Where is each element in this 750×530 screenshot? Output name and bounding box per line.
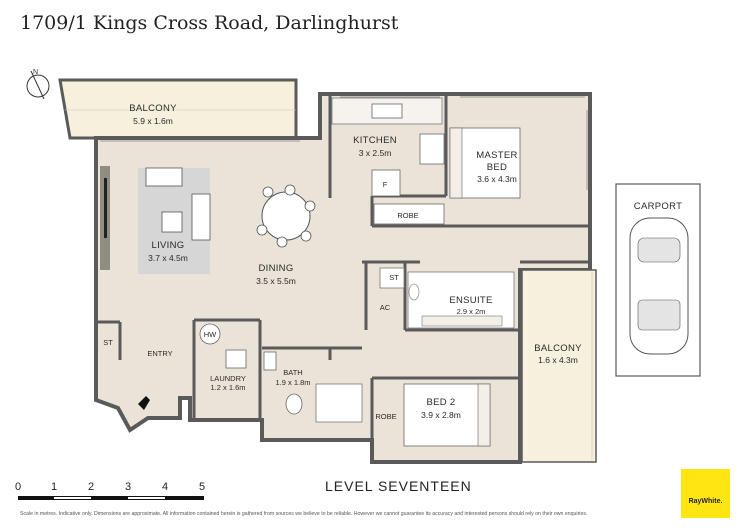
robe-top-label: ROBE (397, 211, 418, 220)
entry-arrow-icon (138, 396, 150, 410)
brand-logo: RayWhite. (681, 469, 730, 518)
bed2-furniture (403, 383, 491, 447)
dining-table (256, 184, 316, 248)
interior-walls (96, 96, 588, 462)
scale-tick-0: 0 (15, 481, 21, 493)
disclaimer-text: Scale in metres. Indicative only. Dimens… (20, 511, 588, 517)
ensuite-label: ENSUITE (449, 295, 492, 306)
brand-logo-text: RayWhite. (688, 498, 723, 505)
level-label: LEVEL SEVENTEEN (325, 478, 472, 494)
living-furniture (100, 166, 211, 274)
laundry-label: LAUNDRY (210, 374, 246, 383)
ensuite-dims: 2.9 x 2m (457, 307, 486, 316)
bath-fixtures (263, 351, 363, 423)
north-compass-icon: N (26, 69, 50, 100)
kitchen-dims: 3 x 2.5m (359, 148, 392, 158)
balcony-top (58, 78, 298, 140)
ac-label: AC (380, 303, 391, 312)
kitchen-fixtures (331, 97, 445, 197)
dining-dims: 3.5 x 5.5m (256, 276, 296, 286)
balcony-right (521, 269, 597, 463)
scale-bar: 0 1 2 3 4 5 (15, 481, 205, 500)
kitchen-label: KITCHEN (353, 135, 397, 146)
master-bed-dims: 3.6 x 4.3m (477, 174, 517, 184)
carport-label: CARPORT (634, 201, 682, 212)
st-left-label: ST (103, 338, 113, 347)
windows (100, 96, 588, 190)
scale-tick-1: 1 (51, 481, 57, 493)
scale-tick-5: 5 (199, 481, 205, 493)
living-label: LIVING (152, 240, 185, 251)
bed2-dims: 3.9 x 2.8m (421, 410, 461, 420)
robe-top-box (373, 203, 445, 225)
master-bed-furniture (449, 127, 521, 199)
balcony-right-label: BALCONY (534, 343, 582, 354)
balcony-top-label: BALCONY (129, 103, 177, 114)
laundry-fixtures (199, 323, 247, 369)
scale-tick-3: 3 (125, 481, 131, 493)
bath-dims: 1.9 x 1.8m (275, 378, 310, 387)
balcony-right-dims: 1.6 x 4.3m (538, 355, 578, 365)
carport (615, 183, 701, 377)
svg-text:N: N (33, 69, 38, 76)
laundry-dims: 1.2 x 1.6m (210, 383, 245, 392)
fridge-label: F (383, 180, 388, 189)
st-top-label: ST (389, 273, 399, 282)
master-bed-label-line1: MASTER (476, 150, 517, 161)
robe-bottom-label: ROBE (375, 412, 396, 421)
scale-tick-4: 4 (162, 481, 168, 493)
entry-label: ENTRY (147, 349, 172, 358)
living-dims: 3.7 x 4.5m (148, 253, 188, 263)
bed2-label: BED 2 (427, 397, 456, 408)
master-bed-label-line2: BED (487, 162, 507, 173)
ensuite-fixtures (379, 267, 515, 329)
balcony-top-dims: 5.9 x 1.6m (133, 116, 173, 126)
dining-label: DINING (258, 263, 293, 274)
hw-label: HW (204, 330, 217, 339)
property-address: 1709/1 Kings Cross Road, Darlinghurst (20, 12, 399, 34)
scale-tick-2: 2 (88, 481, 94, 493)
bath-label: BATH (283, 368, 302, 377)
